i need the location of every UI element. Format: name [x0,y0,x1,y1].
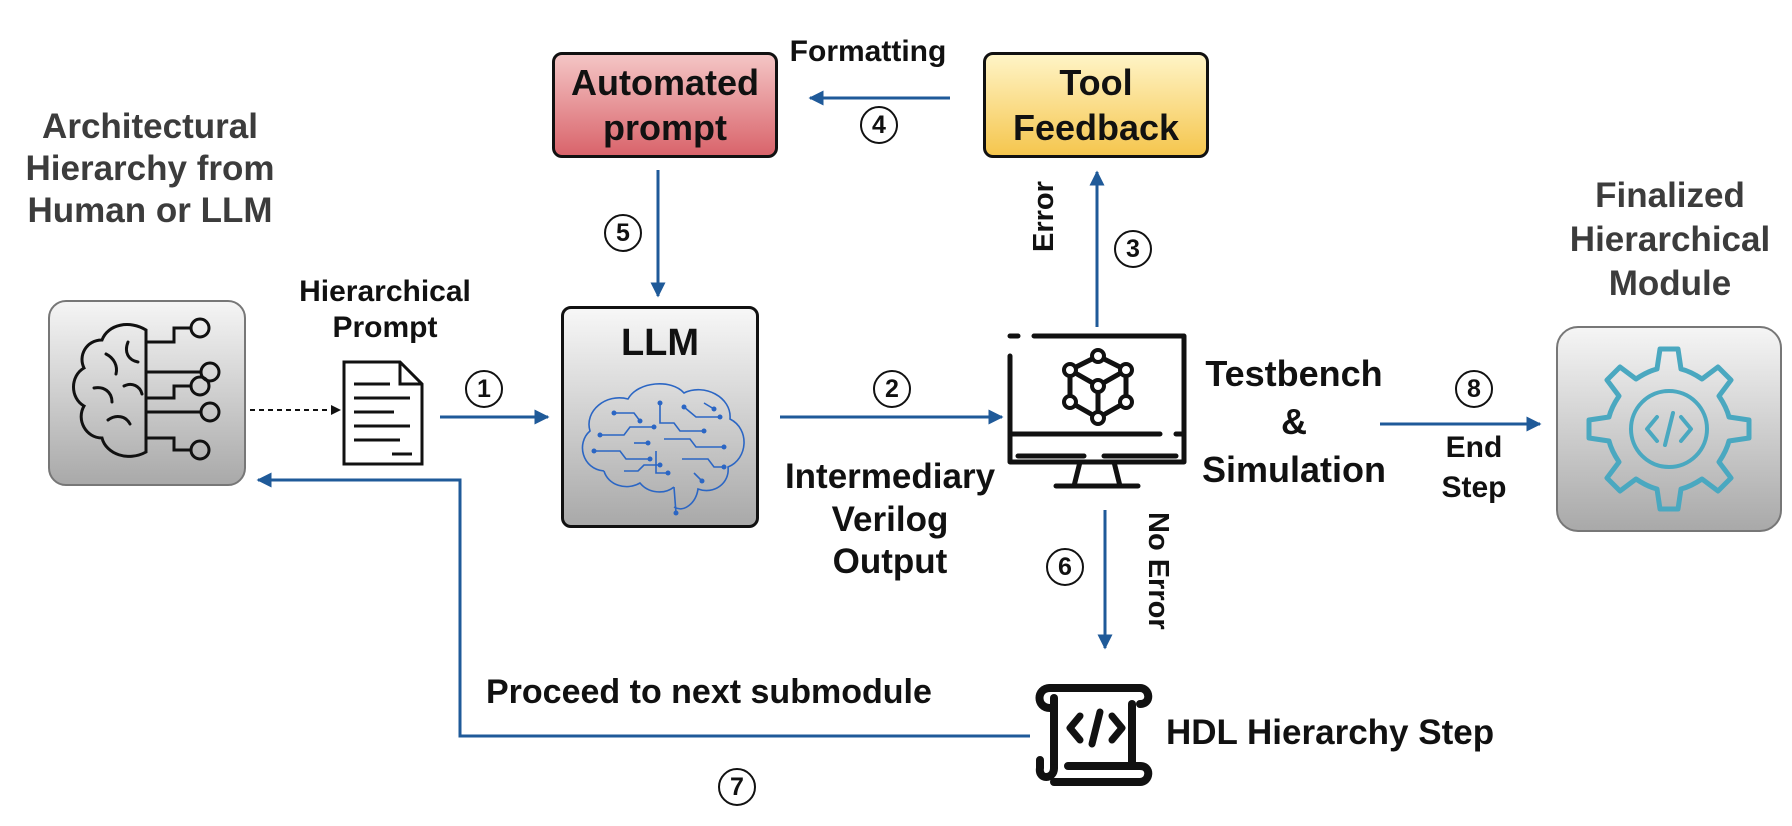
architectural-hierarchy-label: Architectural Hierarchy from Human or LL… [25,107,275,230]
brain-circuit-icon [72,317,221,461]
end-step-label: End Step [1441,431,1507,504]
step-badge-4: 4 [860,106,898,144]
intermediary-output-label: Intermediary Verilog Output [784,457,996,582]
architecture-icon-box [48,300,246,486]
hdl-hierarchy-step-label: HDL Hierarchy Step [1166,713,1495,752]
step-badge-6: 6 [1046,548,1084,586]
arrow-hdl-loop-back [256,472,1030,738]
formatting-label: Formatting [789,35,947,68]
llm-label: LLM [620,322,700,364]
llm-brain-icon [581,383,745,516]
tool-feedback-box: Tool Feedback [983,52,1209,158]
finalized-module-label: Finalized Hierarchical Module [1569,176,1771,303]
step-badge-3: 3 [1114,230,1152,268]
no-error-label: No Error [1142,512,1174,630]
step-badge-7: 7 [718,768,756,806]
step-badge-5: 5 [604,214,642,252]
gear-code-icon [1586,346,1752,512]
step-badge-2: 2 [873,370,911,408]
step-badge-8: 8 [1455,370,1493,408]
finalized-icon-box [1556,326,1782,532]
error-label: Error [1028,181,1060,252]
testbench-simulation-label: Testbench & Simulation [1201,353,1386,490]
code-scroll-icon [1035,684,1153,786]
document-icon [342,360,424,466]
proceed-label: Proceed to next submodule [486,673,932,711]
llm-box: LLM [561,306,759,528]
monitor-cube-icon [1007,333,1187,489]
hierarchical-prompt-label: Hierarchical Prompt [299,275,471,344]
automated-prompt-box: Automated prompt [552,52,778,158]
step-badge-1: 1 [465,370,503,408]
